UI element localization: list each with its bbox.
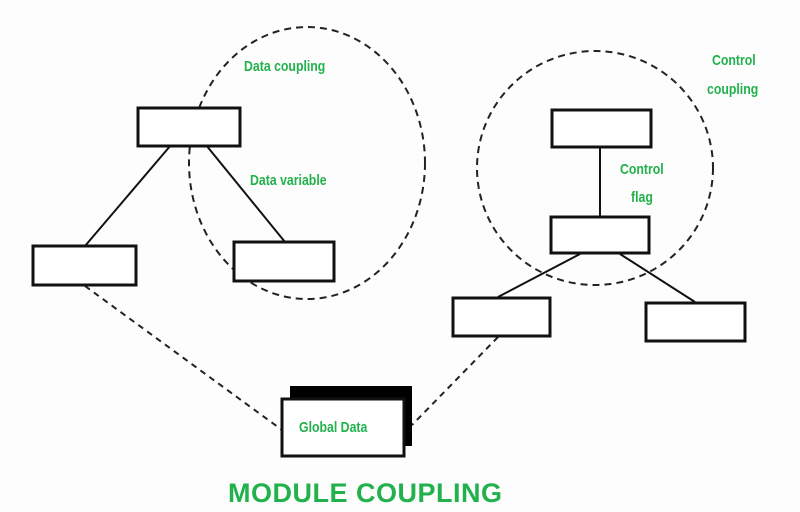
connector-left-parent-child-b [205, 144, 286, 243]
control-coupling-boundary [476, 50, 714, 286]
connector-right-middle-child-a [497, 253, 581, 298]
label-data-variable: Data variable [250, 172, 327, 189]
module-box-right-child-b [644, 301, 747, 343]
label-control-flag-2: flag [631, 189, 653, 206]
module-box-right-middle [549, 215, 651, 255]
module-box-right-child-a [451, 296, 552, 338]
global-data-box [280, 397, 406, 458]
connector-left-parent-child-a [84, 144, 172, 247]
connector-right-middle-child-b [619, 253, 696, 303]
module-box-right-parent [550, 108, 653, 149]
module-box-left-parent [136, 106, 242, 148]
label-control-coupling-2: coupling [707, 81, 759, 98]
global-link-left [84, 285, 283, 431]
module-box-left-child-a [31, 244, 138, 287]
data-coupling-boundary [188, 26, 426, 300]
label-control-flag-1: Control [620, 161, 664, 178]
label-global-data: Global Data [299, 419, 368, 436]
label-control-coupling-1: Control [712, 52, 756, 69]
diagram-title: MODULE COUPLING [228, 478, 503, 508]
module-box-left-child-b [232, 240, 336, 283]
label-data-coupling: Data coupling [244, 58, 326, 75]
global-link-right [411, 336, 499, 426]
